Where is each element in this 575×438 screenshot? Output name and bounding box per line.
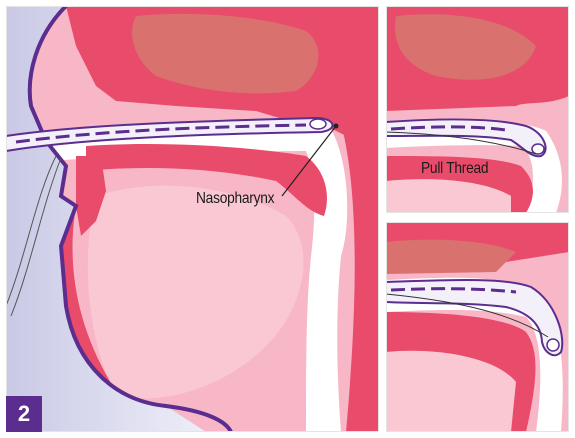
- nasopharynx-leader-dot: [334, 124, 339, 129]
- detail-panel-bottom: [386, 222, 569, 432]
- detail-panel-top: [386, 6, 569, 213]
- panel-divider-vertical: [381, 0, 383, 438]
- main-sagittal-drawing: [6, 6, 379, 432]
- detail-drawing-top: [386, 6, 569, 213]
- detail-drawing-bottom: [386, 222, 569, 432]
- pull-thread-label: Pull Thread: [421, 160, 488, 178]
- nasopharynx-label: Nasopharynx: [196, 190, 274, 208]
- panel-divider-horizontal: [383, 216, 575, 219]
- main-sagittal-panel: [6, 6, 379, 432]
- step-number-badge: 2: [6, 396, 42, 432]
